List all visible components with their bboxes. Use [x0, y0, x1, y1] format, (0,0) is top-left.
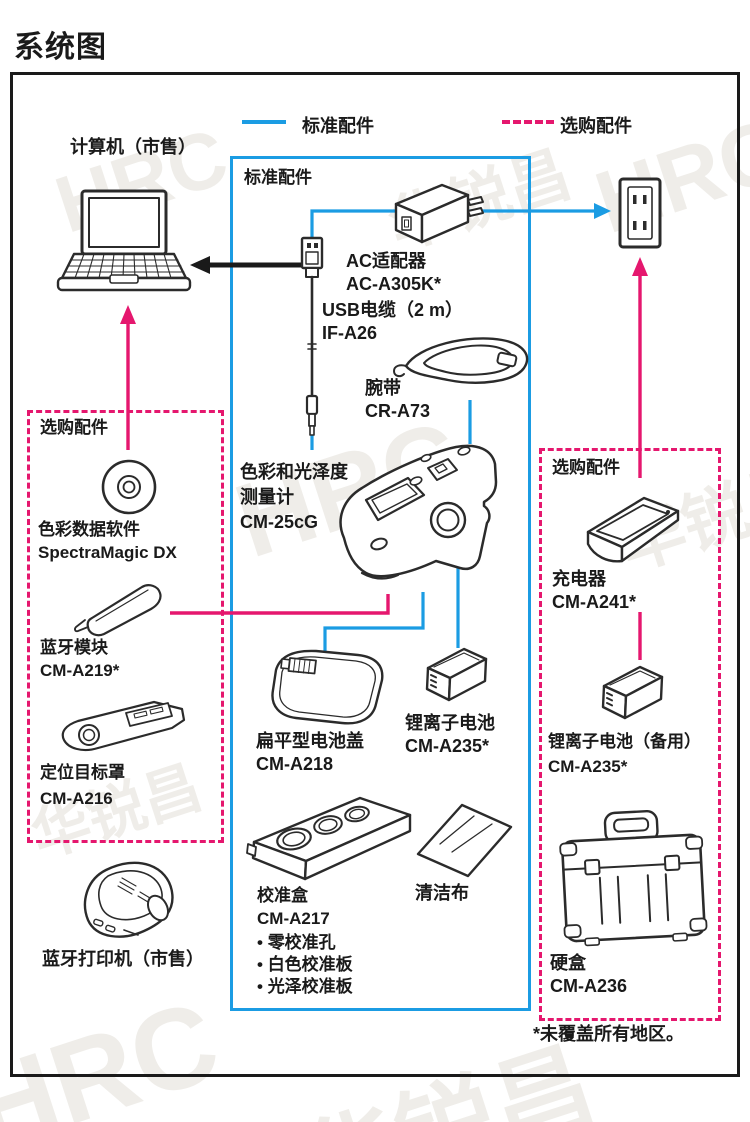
hard-case-icon: [552, 810, 714, 950]
ac-adapter-icon: [388, 180, 486, 252]
battery-name: 锂离子电池: [405, 713, 495, 733]
software-cd-icon: [100, 458, 158, 516]
battery-cover-model: CM-A218: [256, 754, 334, 774]
target-mask-label: 定位目标罩 CM-A216: [40, 760, 125, 812]
software-label: 色彩数据软件 SpectraMagic DX: [38, 518, 177, 564]
charger-icon: [580, 486, 684, 568]
calibration-bullet: 光泽校准板: [257, 976, 353, 998]
diagram-outer-box: [10, 72, 740, 1077]
bluetooth-module-label: 蓝牙模块 CM-A219*: [40, 636, 119, 682]
usb-cable-label: USB电缆（2 m） IF-A26: [322, 299, 463, 345]
battery-model: CM-A235*: [405, 736, 490, 756]
left-optional-box-label: 选购配件: [40, 418, 108, 437]
wrist-strap-label: 腕带 CR-A73: [365, 377, 430, 423]
footnote: *未覆盖所有地区。: [533, 1024, 685, 1044]
spare-battery-model: CM-A235*: [548, 757, 628, 776]
charger-label: 充电器 CM-A241*: [552, 568, 636, 614]
battery-icon: [418, 642, 494, 708]
charger-model: CM-A241*: [552, 592, 637, 612]
calibration-bullet: 零校准孔: [257, 932, 353, 954]
usb-cable-name: USB电缆（2 m）: [322, 300, 464, 320]
instrument-label: 色彩和光泽度 测量计 CM-25cG: [240, 460, 348, 535]
target-mask-name: 定位目标罩: [40, 763, 125, 782]
calibration-box-label: 校准盒 CM-A217: [257, 884, 330, 930]
bluetooth-module-icon: [70, 574, 165, 638]
wall-outlet-icon: [618, 177, 662, 249]
hard-case-model: CM-A236: [550, 976, 628, 996]
wrist-strap-model: CR-A73: [365, 401, 431, 421]
bluetooth-printer-icon: [76, 858, 178, 950]
page-title: 系统图: [14, 31, 107, 64]
bluetooth-module-model: CM-A219*: [40, 661, 120, 680]
instrument-icon: [332, 438, 510, 590]
software-name: 色彩数据软件: [38, 520, 140, 539]
standard-accessories-box: [230, 156, 531, 1011]
legend-optional-line: [502, 120, 554, 124]
charger-name: 充电器: [552, 569, 606, 589]
usb-cable-model: IF-A26: [322, 323, 378, 343]
optional-accessories-box-left: [27, 410, 224, 843]
calibration-bullet: 白色校准板: [257, 954, 353, 976]
battery-label: 锂离子电池 CM-A235*: [405, 712, 495, 758]
target-mask-icon: [56, 696, 191, 758]
spare-battery-icon: [594, 660, 670, 726]
cleaning-cloth-icon: [410, 798, 518, 882]
ac-adapter-name: AC适配器: [346, 251, 426, 271]
calibration-box-bullets: 零校准孔 白色校准板 光泽校准板: [257, 932, 353, 998]
spare-battery-name: 锂离子电池（备用）: [548, 732, 701, 751]
calibration-box-model: CM-A217: [257, 909, 330, 928]
spare-battery-label: 锂离子电池（备用） CM-A235*: [548, 729, 701, 779]
legend-optional-label: 选购配件: [560, 116, 632, 136]
usb-cable-icon: [299, 236, 325, 442]
computer-icon: [52, 188, 197, 308]
ac-adapter-model: AC-A305K*: [346, 274, 442, 294]
computer-label: 计算机（市售）: [70, 137, 196, 157]
cleaning-cloth-label: 清洁布: [415, 883, 469, 903]
calibration-box-name: 校准盒: [257, 886, 308, 905]
legend-standard-label: 标准配件: [302, 116, 374, 136]
instrument-model: CM-25cG: [240, 512, 319, 532]
battery-cover-name: 扁平型电池盖: [256, 731, 364, 751]
hard-case-label: 硬盒 CM-A236: [550, 952, 627, 998]
right-optional-box-label: 选购配件: [552, 458, 620, 477]
wrist-strap-icon: [390, 330, 535, 388]
instrument-name-line2: 测量计: [240, 487, 294, 507]
bluetooth-printer-label: 蓝牙打印机（市售）: [42, 949, 204, 969]
software-model: SpectraMagic DX: [38, 543, 177, 562]
wrist-strap-name: 腕带: [365, 378, 401, 398]
battery-cover-label: 扁平型电池盖 CM-A218: [256, 730, 364, 776]
calibration-box-icon: [242, 788, 418, 890]
battery-cover-icon: [260, 646, 388, 730]
legend-standard-line: [242, 120, 286, 124]
instrument-name-line1: 色彩和光泽度: [240, 462, 348, 482]
standard-box-label: 标准配件: [244, 168, 312, 187]
ac-adapter-label: AC适配器 AC-A305K*: [346, 250, 441, 296]
bluetooth-module-name: 蓝牙模块: [40, 638, 108, 657]
optional-accessories-box-right: [539, 448, 721, 1021]
target-mask-model: CM-A216: [40, 789, 113, 808]
hard-case-name: 硬盒: [550, 953, 586, 973]
